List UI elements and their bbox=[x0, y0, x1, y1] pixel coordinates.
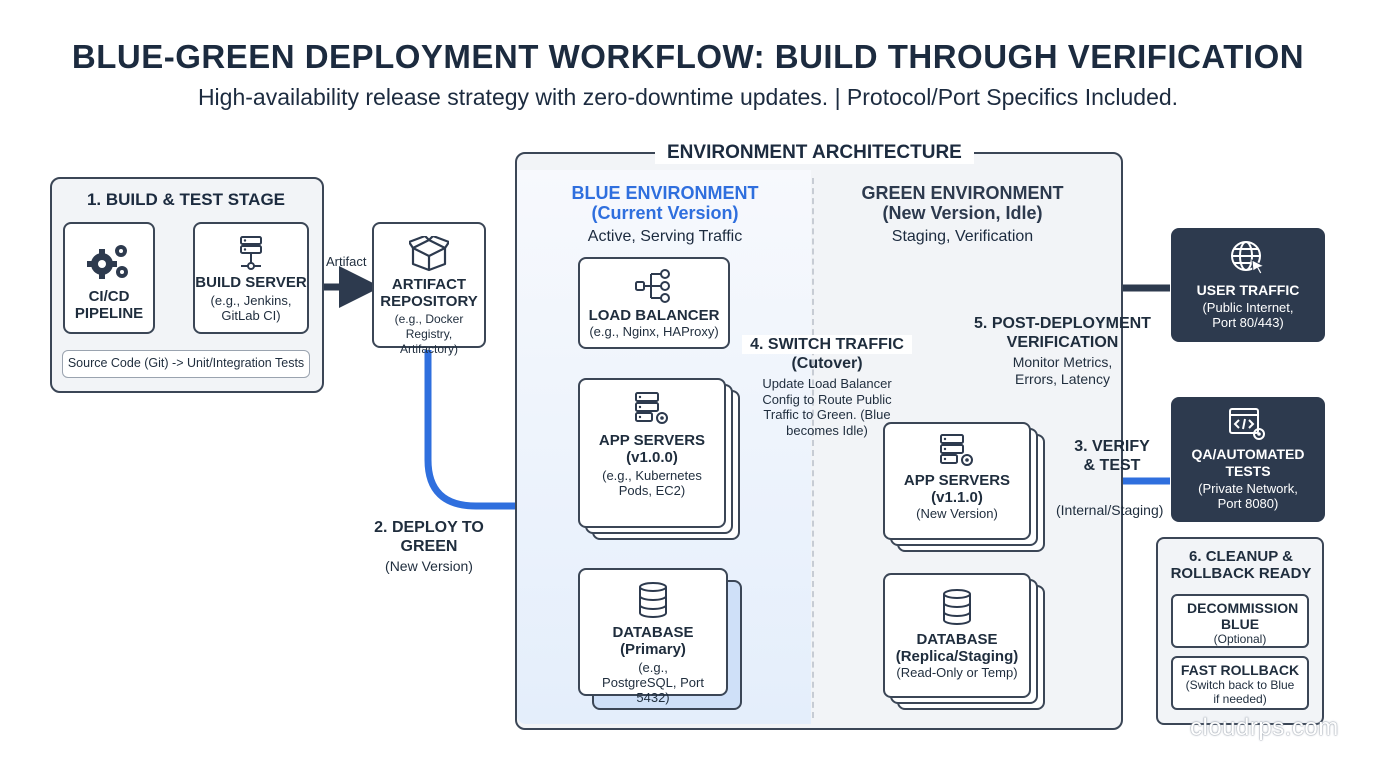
globe-icon bbox=[1230, 240, 1266, 276]
qa-detail: (Private Network, Port 8080) bbox=[1198, 481, 1298, 511]
build-stage-title: 1. BUILD & TEST STAGE bbox=[86, 190, 286, 209]
verify-test: 3. VERIFY & TEST bbox=[1068, 437, 1156, 475]
load-balancer-detail: (e.g., Nginx, HAProxy) bbox=[589, 324, 719, 339]
blue-env-title: BLUE ENVIRONMENT bbox=[571, 183, 759, 203]
blue-app-version: (v1.0.0) bbox=[626, 449, 678, 466]
switch-subtitle: (Cutover) bbox=[791, 355, 863, 372]
gears-icon bbox=[87, 242, 131, 282]
build-server[interactable]: BUILD SERVER (e.g., Jenkins, GitLab CI) bbox=[193, 222, 309, 334]
post-deploy-title: 5. POST-DEPLOYMENT VERIFICATION bbox=[974, 315, 1151, 351]
green-env-status: Staging, Verification bbox=[891, 228, 1034, 245]
page-title: BLUE-GREEN DEPLOYMENT WORKFLOW: BUILD TH… bbox=[71, 38, 1305, 75]
green-database[interactable]: DATABASE (Replica/Staging) (Read-Only or… bbox=[883, 573, 1031, 698]
build-server-detail: (e.g., Jenkins, GitLab CI) bbox=[210, 293, 292, 323]
deploy-detail: (New Version) bbox=[385, 558, 473, 574]
green-app-detail: (New Version) bbox=[916, 506, 998, 521]
env-divider bbox=[812, 178, 814, 718]
artifact-repository[interactable]: ARTIFACT REPOSITORY (e.g., Docker Regist… bbox=[372, 222, 486, 356]
blue-env-header: BLUE ENVIRONMENT (Current Version) Activ… bbox=[530, 183, 800, 246]
deploy-title: 2. DEPLOY TO GREEN bbox=[374, 519, 484, 555]
green-env-header: GREEN ENVIRONMENT (New Version, Idle) St… bbox=[825, 183, 1100, 246]
artifact-repo-detail: (e.g., Docker Registry, Artifactory) bbox=[394, 312, 464, 356]
green-app-version: (v1.1.0) bbox=[931, 489, 983, 506]
green-app-title: APP SERVERS bbox=[903, 472, 1011, 489]
blue-app-servers[interactable]: APP SERVERS (v1.0.0) (e.g., Kubernetes P… bbox=[578, 378, 726, 528]
decommission-blue[interactable]: DECOMMISSION BLUE (Optional) bbox=[1171, 594, 1309, 648]
blue-env-status: Active, Serving Traffic bbox=[587, 228, 743, 245]
blue-db-role: (Primary) bbox=[620, 641, 686, 658]
page-subtitle: High-availability release strategy with … bbox=[197, 84, 1179, 110]
user-traffic[interactable]: USER TRAFFIC (Public Internet, Port 80/4… bbox=[1171, 228, 1325, 342]
switch-detail: Update Load Balancer Config to Route Pub… bbox=[762, 376, 892, 438]
app-server-gear-icon bbox=[634, 392, 670, 426]
load-balancer-title: LOAD BALANCER bbox=[588, 307, 720, 324]
load-balancer[interactable]: LOAD BALANCER (e.g., Nginx, HAProxy) bbox=[578, 257, 730, 349]
qa-automated-tests[interactable]: QA/AUTOMATED TESTS (Private Network, Por… bbox=[1171, 397, 1325, 522]
green-db-role: (Replica/Staging) bbox=[895, 648, 1019, 665]
env-architecture-title: ENVIRONMENT ARCHITECTURE bbox=[655, 142, 974, 164]
blue-db-title: DATABASE bbox=[612, 624, 694, 641]
source-code-note: Source Code (Git) -> Unit/Integration Te… bbox=[62, 350, 310, 378]
switch-traffic: 4. SWITCH TRAFFIC (Cutover) Update Load … bbox=[742, 335, 912, 438]
load-balancer-icon bbox=[635, 269, 673, 303]
green-db-detail: (Read-Only or Temp) bbox=[896, 665, 1018, 680]
database-icon bbox=[942, 589, 972, 625]
box-icon bbox=[409, 236, 449, 272]
fast-rollback[interactable]: FAST ROLLBACK (Switch back to Blue if ne… bbox=[1171, 656, 1309, 710]
rollback-title: FAST ROLLBACK bbox=[1180, 662, 1300, 678]
rollback-detail: (Switch back to Blue if needed) bbox=[1185, 678, 1295, 706]
post-deploy-detail: Monitor Metrics, Errors, Latency bbox=[1012, 354, 1113, 387]
post-deployment-verification: 5. POST-DEPLOYMENT VERIFICATION Monitor … bbox=[960, 314, 1165, 388]
qa-title: QA/AUTOMATED TESTS bbox=[1191, 446, 1305, 479]
user-traffic-detail: (Public Internet, Port 80/443) bbox=[1202, 300, 1294, 330]
decommission-title: DECOMMISSION BLUE bbox=[1187, 600, 1299, 632]
blue-env-version: (Current Version) bbox=[591, 203, 739, 223]
decommission-detail: (Optional) bbox=[1213, 632, 1267, 646]
verify-detail: (Internal/Staging) bbox=[1056, 502, 1164, 518]
watermark: cloudrps.com bbox=[1190, 714, 1339, 741]
blue-app-title: APP SERVERS bbox=[598, 432, 706, 449]
green-db-title: DATABASE bbox=[916, 631, 998, 648]
artifact-edge-label: Artifact bbox=[326, 254, 367, 269]
arrow-deploy-to-blue-app bbox=[424, 350, 587, 527]
green-env-version: (New Version, Idle) bbox=[882, 203, 1043, 223]
app-server-gear-icon bbox=[939, 434, 975, 468]
database-icon bbox=[638, 582, 668, 618]
cleanup-title: 6. CLEANUP & ROLLBACK READY bbox=[1170, 548, 1312, 582]
artifact-repo-title: ARTIFACT REPOSITORY bbox=[380, 276, 478, 310]
blue-app-detail: (e.g., Kubernetes Pods, EC2) bbox=[602, 468, 702, 498]
switch-title: 4. SWITCH TRAFFIC bbox=[742, 335, 912, 354]
cicd-pipeline[interactable]: CI/CD PIPELINE bbox=[63, 222, 155, 334]
deploy-to-green: 2. DEPLOY TO GREEN (New Version) bbox=[365, 518, 493, 574]
code-window-gear-icon bbox=[1229, 408, 1267, 442]
verify-title: 3. VERIFY & TEST bbox=[1074, 438, 1150, 474]
green-env-title: GREEN ENVIRONMENT bbox=[861, 183, 1064, 203]
user-traffic-title: USER TRAFFIC bbox=[1196, 282, 1300, 298]
blue-db-detail: (e.g., PostgreSQL, Port 5432) bbox=[602, 660, 704, 705]
green-app-servers[interactable]: APP SERVERS (v1.1.0) (New Version) bbox=[883, 422, 1031, 540]
cicd-label: CI/CD PIPELINE bbox=[74, 288, 144, 322]
build-server-label: BUILD SERVER bbox=[195, 274, 307, 291]
server-icon bbox=[239, 236, 263, 270]
blue-database[interactable]: DATABASE (Primary) (e.g., PostgreSQL, Po… bbox=[578, 568, 728, 705]
